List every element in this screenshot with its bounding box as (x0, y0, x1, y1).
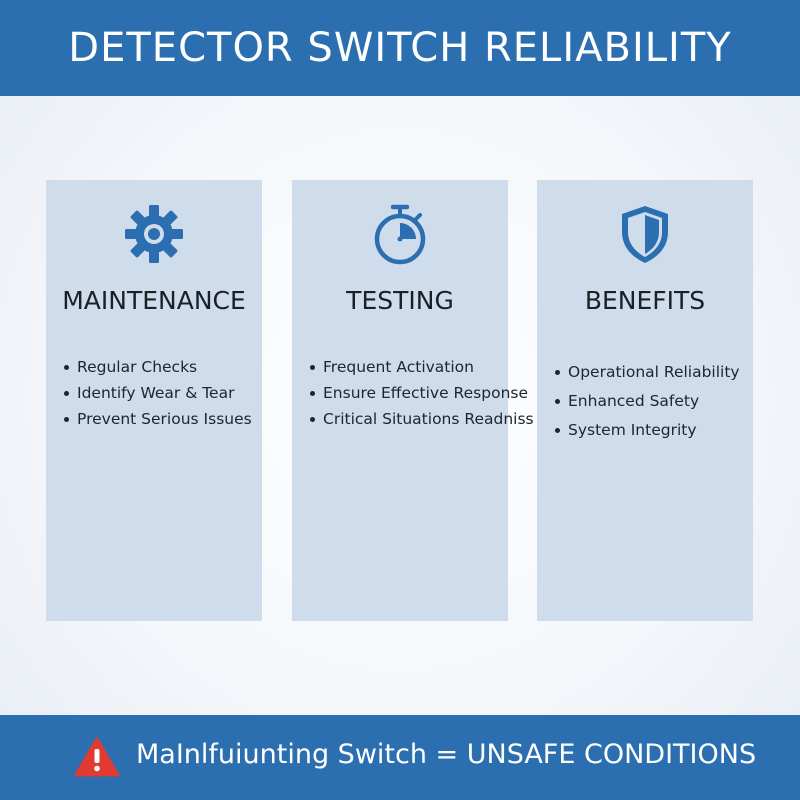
list-item: Prevent Serious Issues (62, 406, 252, 432)
gear-icon (46, 202, 262, 266)
panel-maintenance: MAINTENANCE Regular Checks Identify Wear… (46, 180, 262, 621)
bullet-list: Operational Reliability Enhanced Safety … (553, 358, 740, 445)
list-item: Regular Checks (62, 354, 252, 380)
panel-testing: TESTING Frequent Activation Ensure Effec… (292, 180, 534, 621)
panel-title: MAINTENANCE (62, 286, 246, 315)
list-item: Frequent Activation (308, 354, 534, 380)
footer-bar: MaInlfuiunting Switch = UNSAFE CONDITION… (0, 715, 800, 800)
warning-icon (74, 737, 120, 781)
warning-message: MaInlfuiunting Switch = UNSAFE CONDITION… (136, 739, 757, 770)
list-item: Ensure Effective Response (308, 380, 534, 406)
panel-title: TESTING (346, 286, 454, 315)
bullet-list: Regular Checks Identify Wear & Tear Prev… (62, 354, 252, 432)
header-bar: DETECTOR SWITCH RELIABILITY (0, 0, 800, 96)
list-item: System Integrity (553, 416, 740, 445)
panel-benefits: BENEFITS Operational Reliability Enhance… (537, 180, 753, 621)
bullet-list: Frequent Activation Ensure Effective Res… (308, 354, 534, 432)
list-item: Critical Situations Readniss (308, 406, 534, 432)
list-item: Identify Wear & Tear (62, 380, 252, 406)
list-item: Operational Reliability (553, 358, 740, 387)
shield-icon (537, 202, 753, 266)
page-title: DETECTOR SWITCH RELIABILITY (68, 25, 732, 71)
stopwatch-icon (292, 202, 508, 266)
list-item: Enhanced Safety (553, 387, 740, 416)
panel-title: BENEFITS (584, 286, 706, 315)
